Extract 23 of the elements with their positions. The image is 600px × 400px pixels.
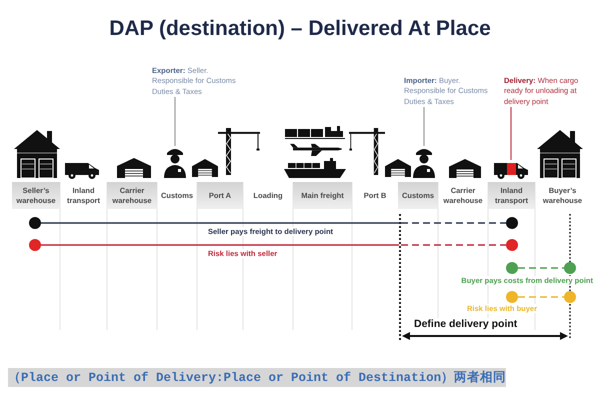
dot-icon — [564, 262, 576, 274]
officer-icon — [163, 146, 187, 178]
connector-line — [518, 267, 564, 269]
connector-line — [401, 222, 506, 224]
title: DAP (destination) – Delivered At Place — [108, 17, 492, 41]
connector-line — [41, 244, 399, 246]
dot-icon — [29, 217, 41, 229]
dot-icon — [564, 291, 576, 303]
dot-icon — [506, 239, 518, 251]
boundary-line — [399, 214, 401, 340]
officer-icon — [412, 146, 436, 178]
van-icon — [493, 160, 529, 179]
dot-icon — [506, 262, 518, 274]
leader-line — [174, 96, 176, 146]
dot-icon — [506, 217, 518, 229]
connector-line — [401, 244, 506, 246]
leader-line — [510, 106, 512, 160]
caption-text: （Place or Point of Delivery:Place or Point of Destination）两者相同 — [8, 368, 506, 387]
connector-line — [518, 296, 564, 298]
connector-line — [41, 222, 399, 224]
dot-icon — [506, 291, 518, 303]
dot-icon — [29, 239, 41, 251]
dimension-label: Define delivery point — [412, 318, 520, 330]
